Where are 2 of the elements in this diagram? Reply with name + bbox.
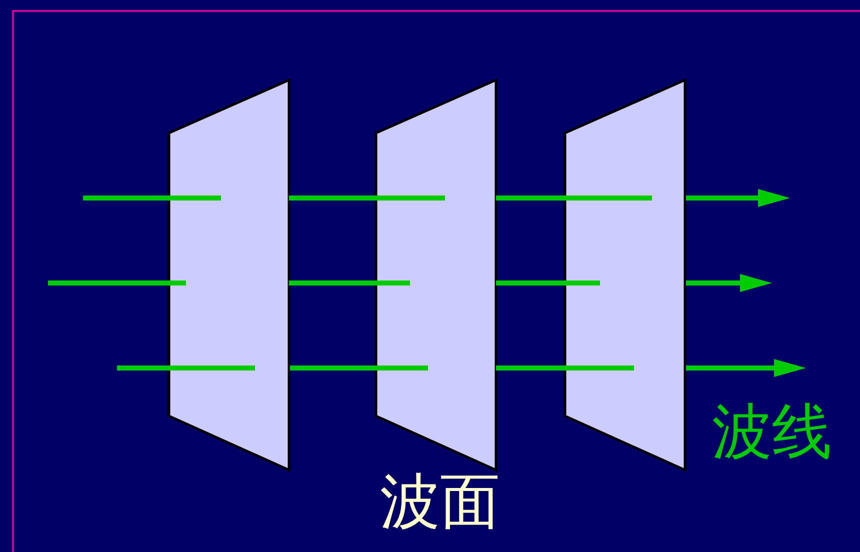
ray-label: 波线 [712,402,832,462]
wavefront-label: 波面 [380,472,500,532]
